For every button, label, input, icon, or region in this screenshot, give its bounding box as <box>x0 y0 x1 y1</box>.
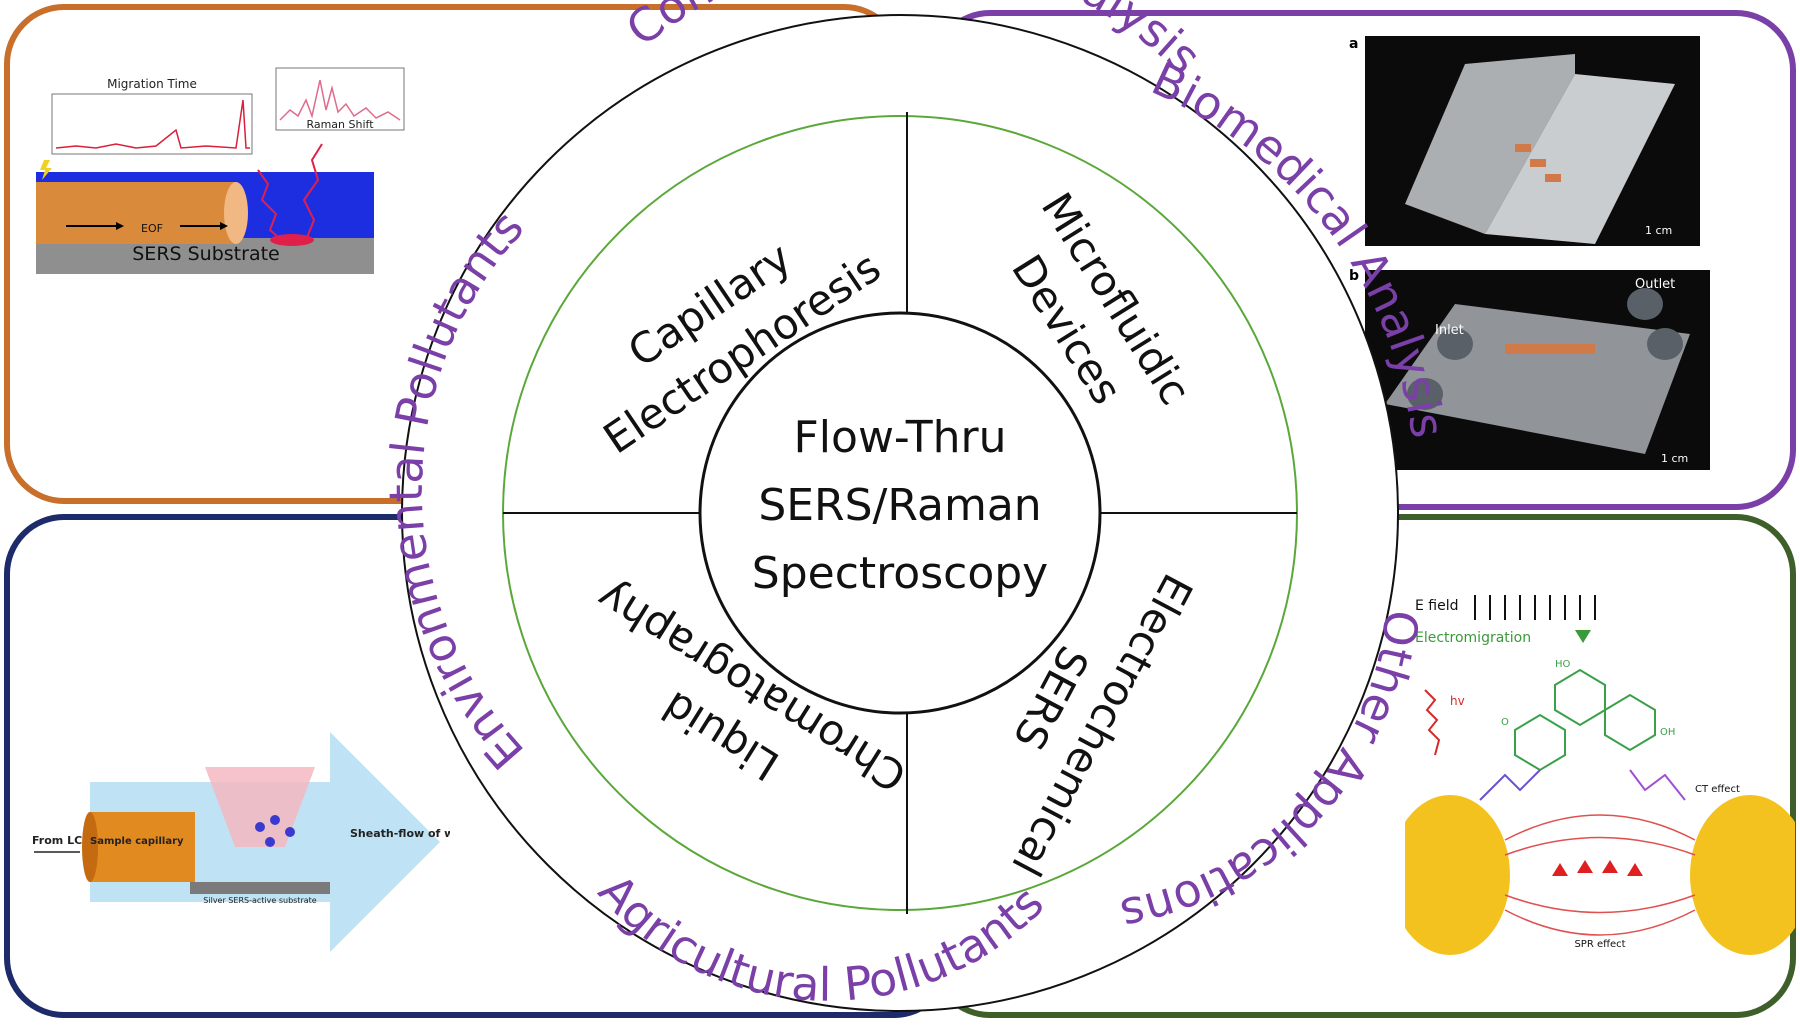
voltage-bolt-icon <box>40 160 52 180</box>
ce-figure: Migration Time Raman Shift EOF SERS Subs… <box>36 67 405 274</box>
chip-a-glass <box>1405 54 1575 234</box>
hydroxyl-label: HO <box>1555 659 1571 670</box>
molecule-atom <box>285 827 295 837</box>
molecule-atom <box>270 815 280 825</box>
center-line-2: SERS/Raman <box>758 480 1041 531</box>
gold-nanoparticle-right <box>1690 795 1795 955</box>
microfluidic-figure: a 1 cm b Inlet Outlet 1 cm <box>1349 36 1710 470</box>
electromigration-label: Electromigration <box>1415 630 1531 646</box>
center-circle <box>698 311 1102 715</box>
chip-a-electrode <box>1530 159 1546 167</box>
hv-label: hv <box>1450 694 1465 708</box>
sample-capillary <box>90 812 195 882</box>
eof-arrow-right-head <box>220 222 228 230</box>
scale-a-label: 1 cm <box>1645 224 1672 237</box>
hydroxyl-label: OH <box>1660 727 1675 738</box>
chip-a-electrode <box>1515 144 1531 152</box>
molecule-atom <box>265 837 275 847</box>
photo-b-label: b <box>1349 268 1359 284</box>
from-lc-label: From LC <box>32 834 82 847</box>
sers-substrate-label: SERS Substrate <box>132 243 279 265</box>
molecule-atom <box>255 822 265 832</box>
raman-spectrum-box <box>275 67 405 131</box>
sheath-label: Sheath-flow of water <box>350 827 450 840</box>
eof-label: EOF <box>141 222 163 235</box>
chip-b-electrodes <box>1505 344 1595 354</box>
outlet-label: Outlet <box>1635 277 1675 292</box>
chip-a-electrode <box>1545 174 1561 182</box>
capillary-outlet <box>224 182 248 244</box>
eof-arrow-left-head <box>116 222 124 230</box>
center-line-1: Flow-Thru <box>793 412 1006 463</box>
photo-a-label: a <box>1349 36 1358 52</box>
quadrant-capillary-electrophoresis: Capillary Electrophoresis <box>595 233 890 463</box>
e-field-label: E field <box>1415 598 1459 614</box>
field-arrow <box>1552 863 1568 876</box>
hotspot <box>270 234 314 246</box>
laser-beam-in <box>257 169 287 245</box>
electropherogram-box <box>51 93 253 155</box>
ec-figure: E field Electromigration HO OH O hv CT e… <box>1405 595 1795 955</box>
field-arrow <box>1602 860 1618 873</box>
migration-time-label: Migration Time <box>107 77 197 91</box>
chip-b-port <box>1437 328 1473 360</box>
e-field-arrows <box>1474 595 1596 620</box>
chip-b-port <box>1407 378 1443 410</box>
capillary-label: Sample capillary <box>90 836 184 847</box>
chip-a-slide <box>1485 74 1675 244</box>
lc-figure: Sample capillary From LC Silver SERS-act… <box>32 732 450 952</box>
carbonyl-label: O <box>1501 717 1509 728</box>
linker-right <box>1629 769 1686 801</box>
scale-b-label: 1 cm <box>1661 452 1688 465</box>
substrate-label: Silver SERS-active substrate <box>203 896 316 905</box>
chip-b-port <box>1647 328 1683 360</box>
chip-b-port <box>1627 288 1663 320</box>
inlet-label: Inlet <box>1435 323 1464 338</box>
field-arrow <box>1577 860 1593 873</box>
linker-left <box>1479 769 1541 801</box>
raman-spectrum-trace <box>279 79 401 121</box>
fluorescein-ring <box>1514 713 1566 772</box>
laser-cone <box>205 767 315 847</box>
field-arrow <box>1627 863 1643 876</box>
spr-effect-label: SPR effect <box>1574 939 1625 950</box>
center-line-3: Spectroscopy <box>752 548 1048 599</box>
electromigration-arrow <box>1575 630 1591 643</box>
capillary-tube <box>36 182 236 244</box>
silver-substrate <box>190 882 330 894</box>
electropherogram-trace <box>55 99 250 149</box>
fluorescein-ring <box>1604 693 1656 752</box>
ct-effect-label: CT effect <box>1695 784 1740 795</box>
raman-shift-label: Raman Shift <box>306 118 374 131</box>
incident-light-wave <box>1424 689 1441 756</box>
sample-capillary-end <box>82 812 98 882</box>
field-lines <box>1504 814 1696 936</box>
gold-nanoparticle-left <box>1405 795 1510 955</box>
center-title: Flow-Thru SERS/Raman Spectroscopy <box>752 412 1048 599</box>
scattered-light-out <box>302 143 323 241</box>
